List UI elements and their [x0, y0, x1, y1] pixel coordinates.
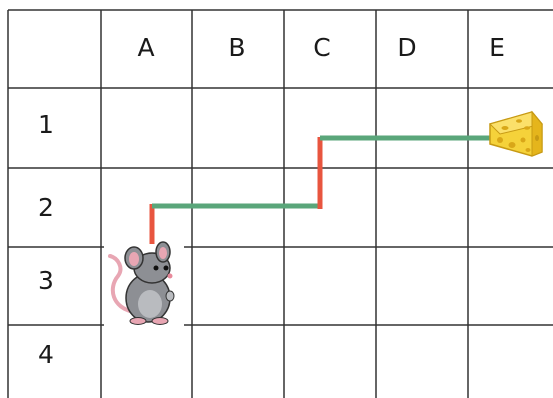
column-label-b: B — [228, 33, 245, 62]
cheese-icon — [490, 112, 542, 156]
column-label-a: A — [137, 33, 154, 62]
column-label-d: D — [397, 33, 416, 62]
column-label-e: E — [489, 33, 505, 62]
row-label-3: 3 — [38, 266, 54, 295]
column-label-c: C — [313, 33, 330, 62]
row-label-4: 4 — [38, 340, 54, 369]
mouse-icon — [104, 242, 184, 328]
row-label-2: 2 — [38, 193, 54, 222]
row-label-1: 1 — [38, 110, 54, 139]
route-path — [152, 137, 490, 275]
